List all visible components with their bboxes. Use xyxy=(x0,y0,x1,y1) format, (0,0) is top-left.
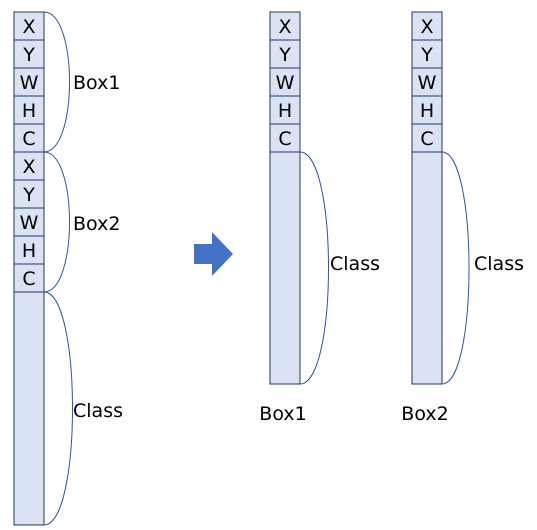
right-cell xyxy=(411,67,443,97)
left-cell-label: Y xyxy=(22,184,35,206)
box1-label: Box1 xyxy=(73,72,120,94)
right-cell-label: C xyxy=(420,128,433,150)
right-cell xyxy=(411,11,443,41)
right-cell xyxy=(269,95,301,125)
right-arrow-icon xyxy=(194,232,233,276)
left-cell-label: H xyxy=(22,100,36,122)
right-column-box1: X Y W H C Class Box1 xyxy=(259,11,380,425)
left-cell xyxy=(13,207,45,237)
left-cell xyxy=(13,11,45,41)
class-brace xyxy=(43,291,73,526)
left-cell-label: C xyxy=(22,128,35,150)
left-cell xyxy=(13,151,45,181)
right-cell-label: H xyxy=(420,100,434,122)
right-cell xyxy=(269,39,301,69)
left-cell-label: X xyxy=(22,156,35,178)
left-cell xyxy=(13,263,45,293)
box2-label: Box2 xyxy=(73,213,120,235)
right-cell xyxy=(411,95,443,125)
right-class-block xyxy=(411,151,443,385)
right-cell-label: W xyxy=(418,72,437,94)
left-cell xyxy=(13,95,45,125)
right-cell xyxy=(411,123,443,153)
left-cell-label: W xyxy=(20,72,39,94)
left-cell-label: Y xyxy=(22,44,35,66)
box1-brace xyxy=(43,11,70,153)
left-column: X Y W H C X Y W H C Box1 Box2 Class xyxy=(13,11,123,526)
right-cell-label: X xyxy=(420,16,433,38)
right-cell-label: H xyxy=(278,100,292,122)
class-label: Class xyxy=(330,253,380,275)
right-column-box2: X Y W H C Class Box2 xyxy=(401,11,524,425)
class-brace xyxy=(441,151,470,385)
right-cell-label: Y xyxy=(420,44,433,66)
class-label: Class xyxy=(474,253,524,275)
right-cell-label: X xyxy=(278,16,291,38)
box2-brace xyxy=(43,151,70,293)
class-label: Class xyxy=(73,400,123,422)
column-caption: Box1 xyxy=(259,403,306,425)
left-cell-label: C xyxy=(22,268,35,290)
right-cell xyxy=(411,39,443,69)
right-cell-label: C xyxy=(278,128,291,150)
left-cell-label: X xyxy=(22,16,35,38)
right-cell xyxy=(269,11,301,41)
right-cell-label: W xyxy=(276,72,295,94)
left-cell-label: H xyxy=(22,240,36,262)
right-cell-label: Y xyxy=(278,44,291,66)
column-caption: Box2 xyxy=(401,403,448,425)
left-class-block xyxy=(13,291,45,526)
class-brace xyxy=(299,151,329,385)
right-class-block xyxy=(269,151,301,385)
left-cell-label: W xyxy=(20,212,39,234)
